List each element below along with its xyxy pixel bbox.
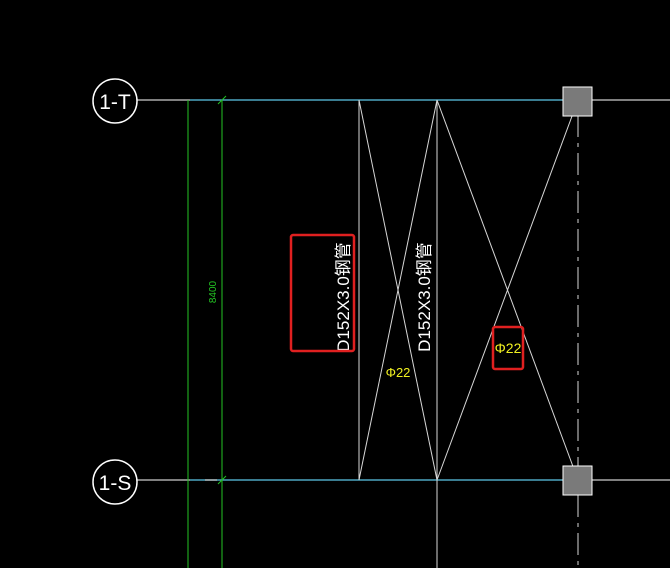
- highlight-box-rebar: [491, 325, 525, 371]
- dimension-lines: [187, 95, 227, 568]
- pipe-label-left[interactable]: D152X3.0钢管: [334, 242, 353, 352]
- column-bottom[interactable]: [562, 465, 593, 496]
- axis-bubble-1s-label: 1-S: [99, 472, 132, 495]
- axis-bubble-1s-circle: [92, 459, 138, 505]
- dimension-text: 8400: [208, 280, 219, 303]
- brace-2: [358, 99, 438, 481]
- axis-bubble-1s[interactable]: 1-S: [92, 459, 138, 505]
- columns: [562, 86, 593, 496]
- highlight-boxes: [289, 233, 525, 371]
- axis-bubble-1t-circle: [92, 78, 138, 124]
- dimension-tick-bottom: [217, 475, 227, 485]
- highlight-box-pipe: [289, 233, 356, 353]
- rebar-label-left[interactable]: Φ22: [386, 365, 411, 380]
- diagonal-braces: [358, 99, 579, 481]
- pipe-label-right[interactable]: D152X3.0钢管: [415, 242, 434, 352]
- vertical-grid-lines: [358, 100, 579, 568]
- rebar-label-right[interactable]: Φ22: [495, 340, 522, 356]
- axis-bubble-1t[interactable]: 1-T: [92, 78, 138, 124]
- axis-lines: [137, 99, 670, 481]
- axis-bubble-1t-label: 1-T: [99, 91, 131, 114]
- dimension-tick-top: [217, 95, 227, 105]
- brace-4: [436, 99, 579, 481]
- column-top[interactable]: [562, 86, 593, 117]
